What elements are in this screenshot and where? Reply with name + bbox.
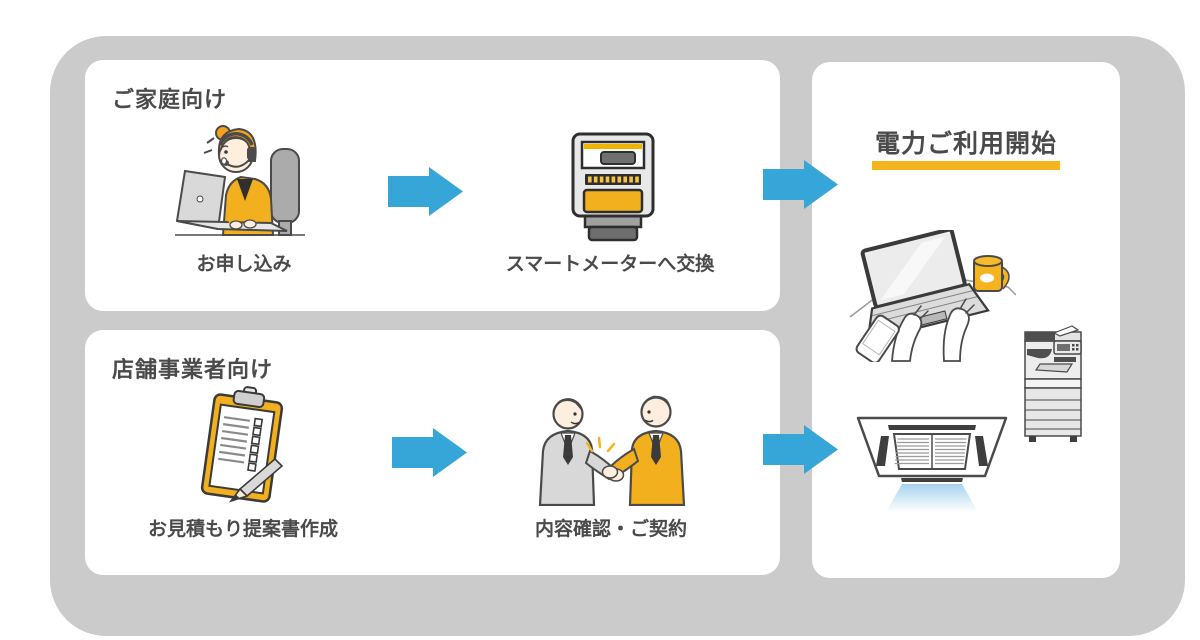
contract-step-label: 内容確認・ご契約 [534, 518, 687, 540]
operator-woman-icon [175, 125, 305, 236]
household-flow-card: ご家庭向け [85, 60, 780, 311]
clipboard-icon [200, 386, 284, 503]
handshake-icon [538, 395, 686, 506]
arrow-right-icon [392, 428, 467, 477]
result-panel: 電力ご利用開始 [812, 62, 1120, 578]
smart-meter-icon [571, 132, 655, 242]
arrow-right-icon [763, 425, 838, 474]
copier-icon [1024, 325, 1082, 442]
household-heading: ご家庭向け [112, 88, 228, 113]
flow-background: ご家庭向け [50, 36, 1185, 636]
air-conditioner-icon [856, 416, 1008, 512]
arrow-right-icon [388, 167, 463, 216]
business-heading: 店舗事業者向け [112, 358, 274, 383]
laptop-hands-icon [849, 230, 1016, 362]
arrow-right-icon [763, 160, 838, 209]
quote-step-label: お見積もり提案書作成 [147, 518, 338, 540]
apply-step-label: お申し込み [196, 253, 292, 275]
result-title-wrap: 電力ご利用開始 [812, 124, 1120, 170]
business-flow-card: 店舗事業者向け [85, 330, 780, 575]
result-title: 電力ご利用開始 [871, 124, 1060, 170]
meter-step-label: スマートメーターへ交換 [505, 253, 715, 275]
